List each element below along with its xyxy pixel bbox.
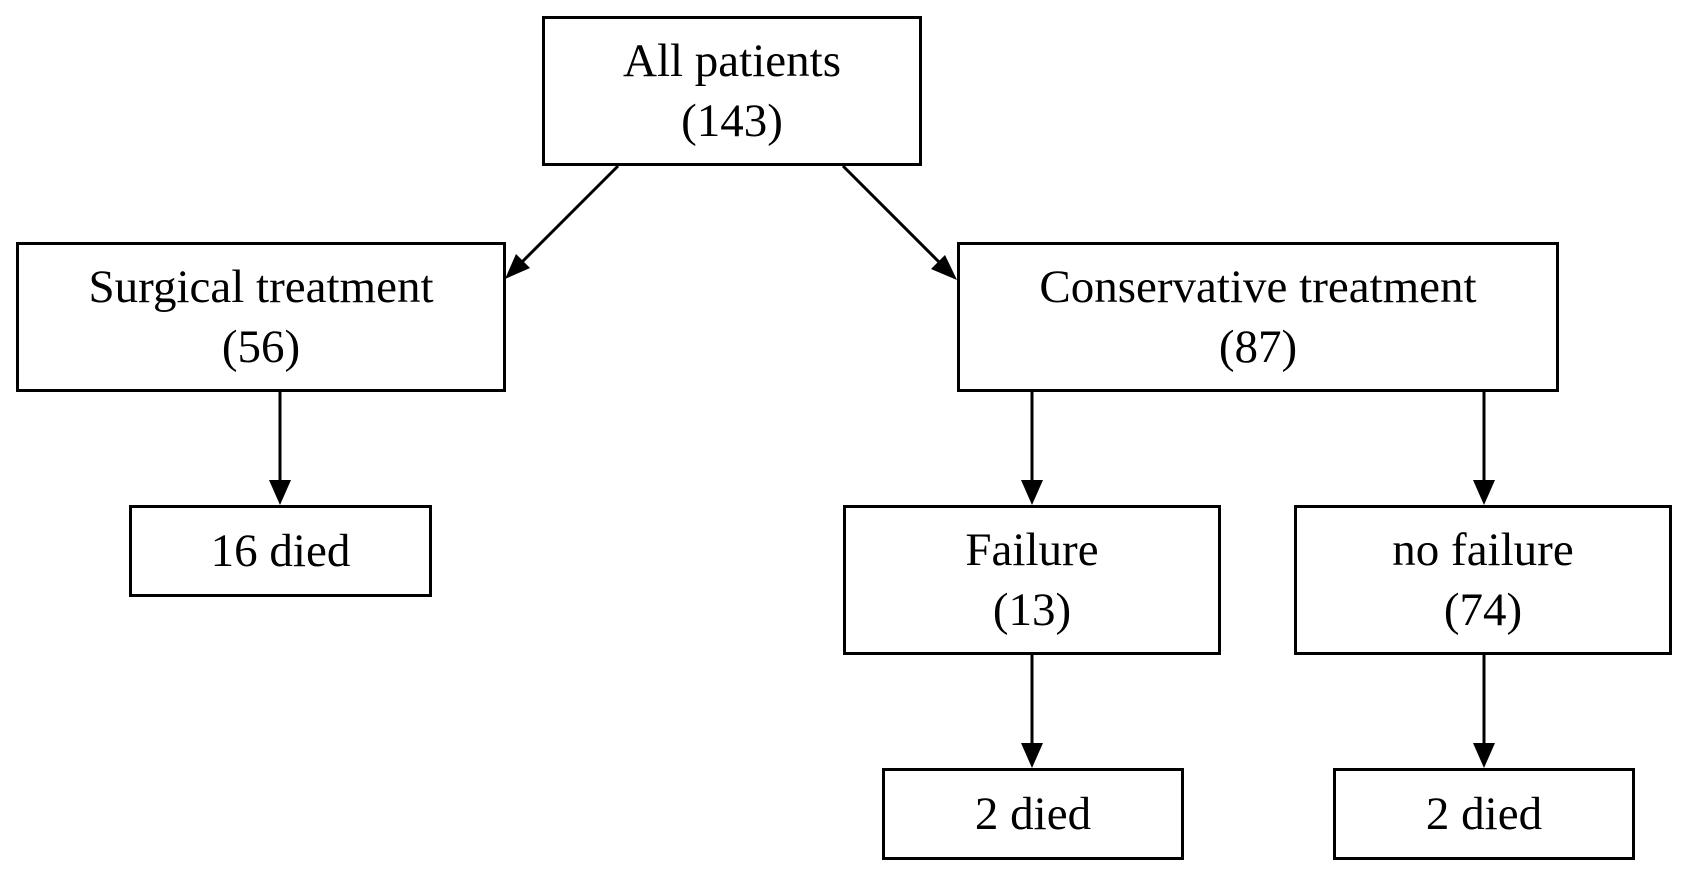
arrowhead-conservative-to-nofailure xyxy=(1473,480,1495,505)
all-patients-label: All patients xyxy=(623,35,841,87)
all-patients-box: All patients (143) xyxy=(542,16,922,166)
failure-count: (13) xyxy=(992,584,1072,636)
arrowhead-conservative-to-failure xyxy=(1021,480,1043,505)
surgical-treatment-count: (56) xyxy=(221,321,301,373)
surgical-treatment-label: Surgical treatment xyxy=(88,261,434,313)
failure-label: Failure xyxy=(965,524,1099,576)
arrowhead-surgical-to-died xyxy=(269,480,291,505)
arrowhead-all-to-surgical xyxy=(505,254,530,279)
arrowhead-nofailure-to-died xyxy=(1473,743,1495,768)
failure-died-box: 2 died xyxy=(882,768,1184,860)
surgical-treatment-box: Surgical treatment (56) xyxy=(16,242,506,392)
no-failure-count: (74) xyxy=(1443,584,1523,636)
failure-box: Failure (13) xyxy=(843,505,1221,655)
no-failure-died-box: 2 died xyxy=(1333,768,1635,860)
conservative-treatment-label: Conservative treatment xyxy=(1039,261,1477,313)
surgical-died-box: 16 died xyxy=(129,505,432,597)
no-failure-label: no failure xyxy=(1392,524,1574,576)
conservative-treatment-count: (87) xyxy=(1218,321,1298,373)
no-failure-box: no failure (74) xyxy=(1294,505,1672,655)
arrow-all-to-conservative xyxy=(841,164,950,273)
all-patients-count: (143) xyxy=(681,95,783,147)
failure-died-label: 2 died xyxy=(974,788,1092,840)
surgical-died-label: 16 died xyxy=(210,525,351,577)
no-failure-died-label: 2 died xyxy=(1425,788,1543,840)
conservative-treatment-box: Conservative treatment (87) xyxy=(957,242,1559,392)
arrow-all-to-surgical xyxy=(511,164,620,273)
arrowhead-failure-to-died xyxy=(1021,743,1043,768)
arrowhead-all-to-conservative xyxy=(931,255,957,280)
